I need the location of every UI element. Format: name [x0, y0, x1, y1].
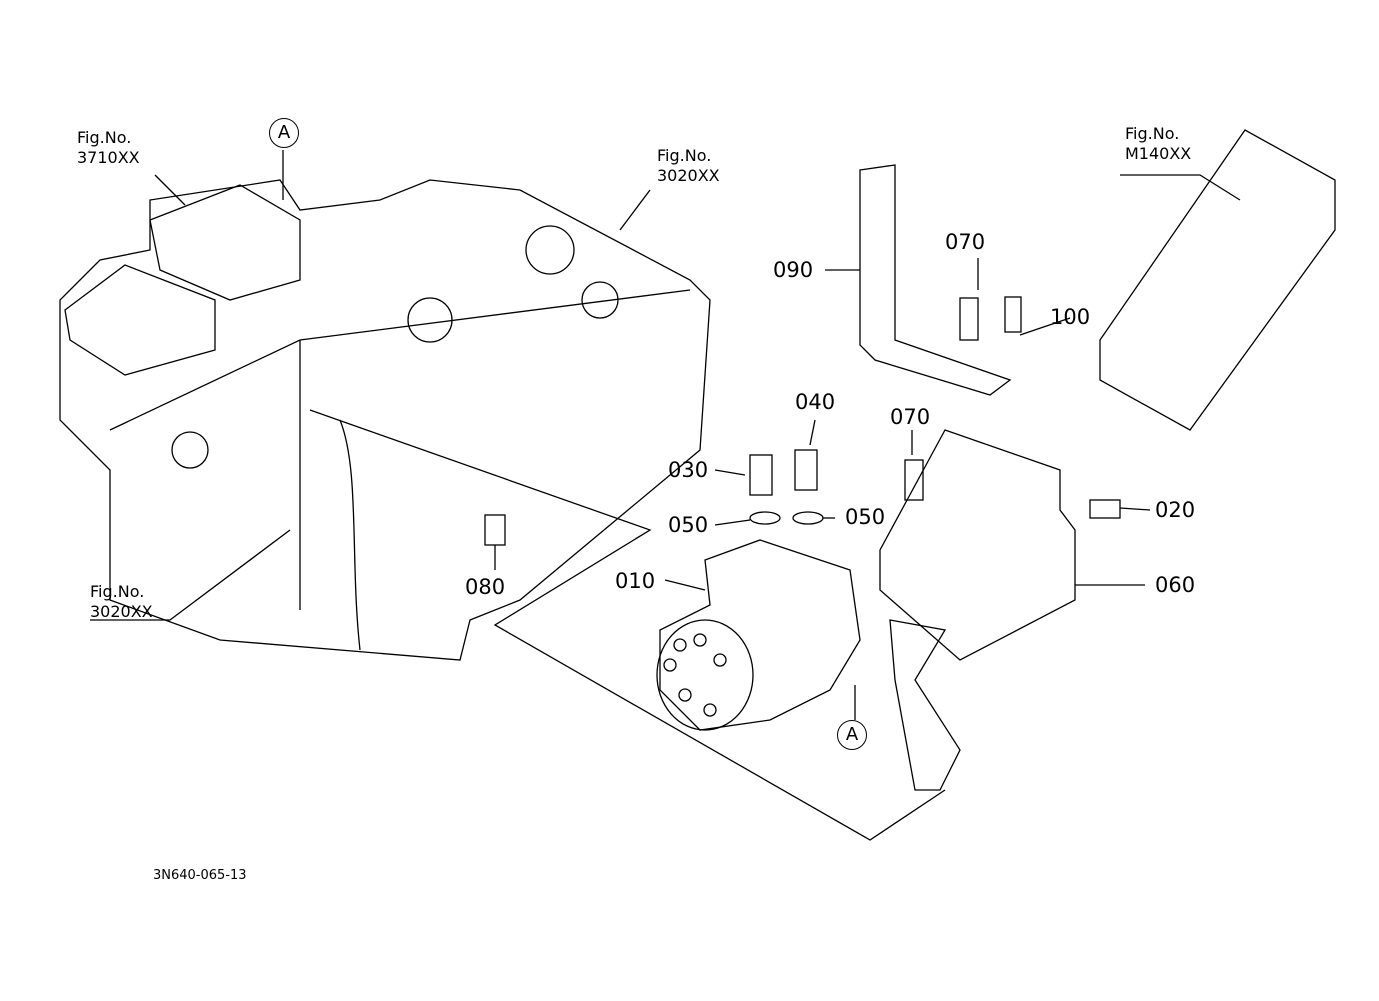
fig-ref-3710: Fig.No.3710XX [77, 128, 140, 168]
part-label: 060 [1155, 573, 1196, 597]
bracket-m140 [1099, 129, 1336, 431]
fig-ref-label: Fig.No. [77, 128, 132, 147]
fig-ref-label: Fig.No. [657, 146, 712, 165]
fig-ref-m140: Fig.No.M140XX [1125, 124, 1191, 164]
fig-ref-number: 3020XX [657, 166, 720, 185]
part-label: 070 [890, 405, 931, 429]
cylinder-head-drawing [59, 179, 711, 661]
view-marker-a: A [269, 118, 299, 148]
fig-ref-3020-bottom: Fig.No.3020XX [90, 582, 153, 622]
view-marker-a: A [837, 720, 867, 750]
part-label: 040 [795, 390, 836, 414]
leader-m140 [1120, 174, 1241, 201]
part-label: 010 [615, 569, 656, 593]
part-label: 020 [1155, 498, 1196, 522]
fig-ref-number: 3710XX [77, 148, 140, 167]
fig-ref-label: Fig.No. [1125, 124, 1180, 143]
drawing-code: 3N640-065-13 [153, 868, 247, 883]
leader-3020-top [619, 189, 651, 231]
part-label: 050 [845, 505, 886, 529]
part-label: 080 [465, 575, 506, 599]
fitting-030 [749, 454, 773, 496]
fig-ref-label: Fig.No. [90, 582, 145, 601]
oring-050-a [749, 511, 781, 525]
part-label: 070 [945, 230, 986, 254]
leader-3710 [154, 174, 186, 206]
part-label: 030 [668, 458, 709, 482]
bolt-070-mid [904, 459, 924, 501]
bracket-060 [879, 429, 1076, 661]
part-label: 100 [1050, 305, 1091, 329]
bolt-070-top [959, 297, 979, 341]
fig-ref-3020-top: Fig.No.3020XX [657, 146, 720, 186]
part-label: 090 [773, 258, 814, 282]
fig-ref-number: 3020XX [90, 602, 153, 621]
bolt-020 [1089, 499, 1121, 519]
assembly-line [309, 409, 946, 841]
oring-050-b [792, 511, 824, 525]
bracket-arm [889, 619, 961, 791]
part-label: 050 [668, 513, 709, 537]
fitting-040 [794, 449, 818, 491]
bracket-090 [859, 164, 1012, 396]
fig-ref-number: M140XX [1125, 144, 1192, 163]
bolt-080 [484, 514, 506, 546]
bolt-100 [1004, 296, 1022, 333]
steering-valve-010 [656, 539, 861, 731]
leader-3020-bottom [90, 529, 291, 621]
